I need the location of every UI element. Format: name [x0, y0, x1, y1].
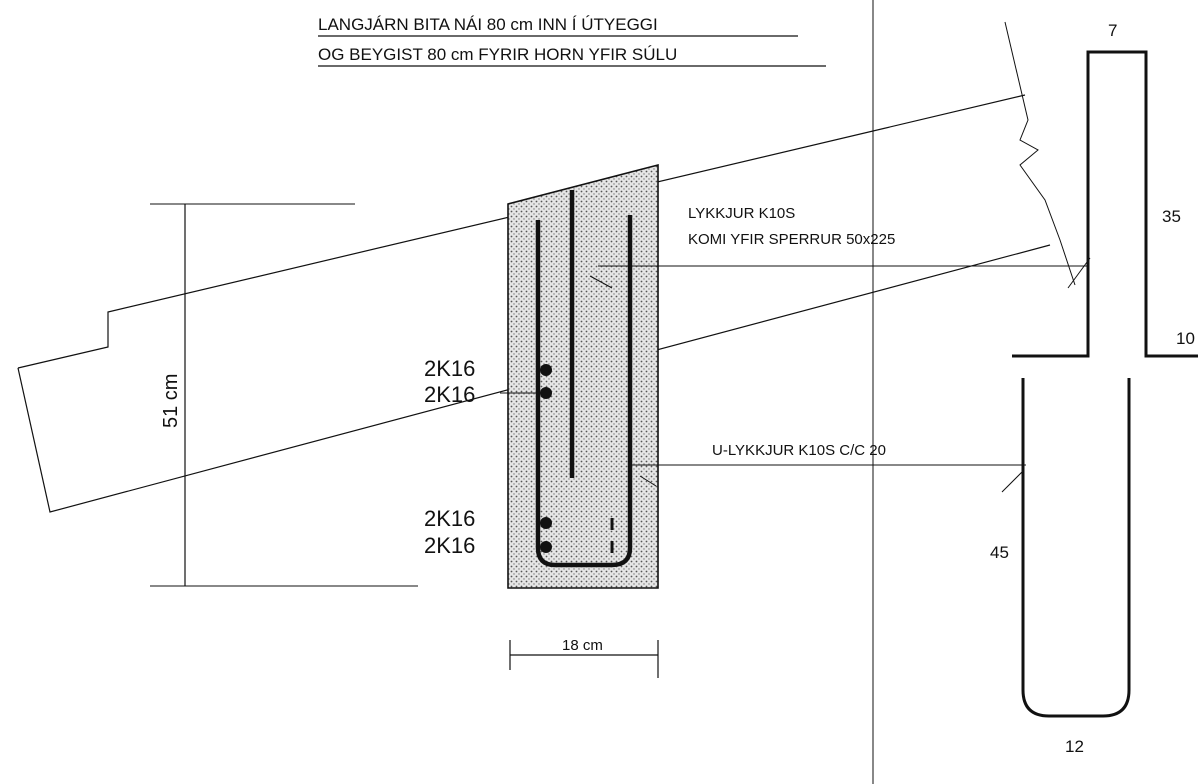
shape-b-side: 45 [990, 543, 1009, 562]
rebar-dot [540, 541, 552, 553]
height-dim-label: 51 cm [160, 374, 182, 428]
stirrup-a-label-1: LYKKJUR K10S [688, 205, 795, 222]
width-dim-label: 18 cm [562, 637, 603, 654]
rebar-dot [540, 387, 552, 399]
shape-a-top: 7 [1108, 21, 1117, 40]
note-line-1: LANGJÁRN BITA NÁI 80 cm INN Í ÚTYEGGI [318, 15, 658, 34]
rebar-label-2: 2K16 [424, 382, 475, 407]
shape-b-bottom: 12 [1065, 737, 1084, 756]
concrete-beam [507, 163, 659, 589]
bend-shape-a [1012, 50, 1198, 358]
stirrup-b-label: U-LYKKJUR K10S C/C 20 [712, 442, 886, 459]
break-line [1004, 21, 1076, 286]
bend-shape-b [1021, 378, 1131, 718]
stirrup-loop [535, 215, 633, 568]
leader-b-slash [1001, 469, 1025, 493]
rebar-label-4: 2K16 [424, 533, 475, 558]
stirrup-a-label-2: KOMI YFIR SPERRUR 50x225 [688, 231, 895, 248]
rebar-label-3: 2K16 [424, 506, 475, 531]
rebar-dot [540, 517, 552, 529]
shape-a-foot: 10 [1176, 329, 1195, 348]
leader-a-tick [589, 275, 613, 289]
shape-a-side: 35 [1162, 207, 1181, 226]
rebar-dot [540, 364, 552, 376]
rafter-lower-edge [17, 244, 1051, 513]
rebar-label-1: 2K16 [424, 356, 475, 381]
note-line-2: OG BEYGIST 80 cm FYRIR HORN YFIR SÚLU [318, 45, 677, 64]
leader-a-slash [1067, 257, 1091, 289]
leader-b-tick [639, 475, 657, 487]
